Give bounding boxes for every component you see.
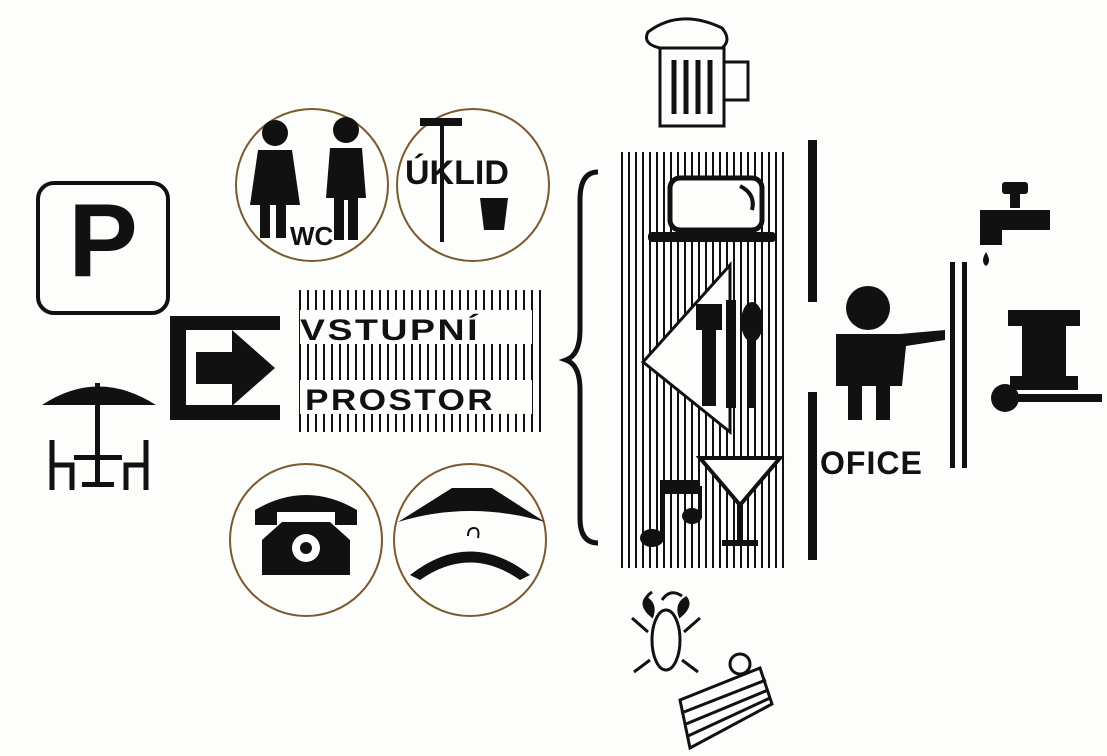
- beer-mug-icon: [647, 19, 749, 126]
- water-tap-icon: [980, 182, 1050, 266]
- cleaning-label: ÚKLID: [405, 154, 509, 192]
- entrance-hall-block: VSTUPNÍ PROSTOR: [300, 290, 540, 432]
- entrance-arrow-icon: [170, 316, 280, 420]
- parking-label: P: [68, 183, 137, 299]
- divider-bottom: [808, 392, 817, 560]
- terrace-table-umbrella-icon: [42, 383, 156, 490]
- wc-label: WC: [290, 221, 334, 251]
- wc-people-icon: WC: [236, 109, 388, 261]
- office-wall-right: [962, 262, 967, 468]
- office-label: OFICE: [820, 445, 923, 481]
- grouping-brace: [566, 172, 598, 543]
- entrance-label-line2: PROSTOR: [305, 384, 495, 417]
- telephone-icon: [230, 464, 382, 616]
- divider-top: [808, 140, 817, 302]
- coffee-cup-icon: [648, 178, 776, 242]
- lobster-kitchen-icon: [632, 592, 700, 672]
- parking-sign-icon: P: [38, 183, 168, 313]
- tap-handle-icon: [991, 310, 1102, 412]
- office-wall-left: [950, 262, 955, 468]
- entrance-label-line1: VSTUPNÍ: [300, 313, 480, 347]
- cleaning-broom-icon: ÚKLID: [397, 109, 549, 261]
- cutlery-napkin-icon: [643, 265, 763, 432]
- cloakroom-hanger-icon: [394, 464, 546, 616]
- waiter-icon: [836, 286, 945, 420]
